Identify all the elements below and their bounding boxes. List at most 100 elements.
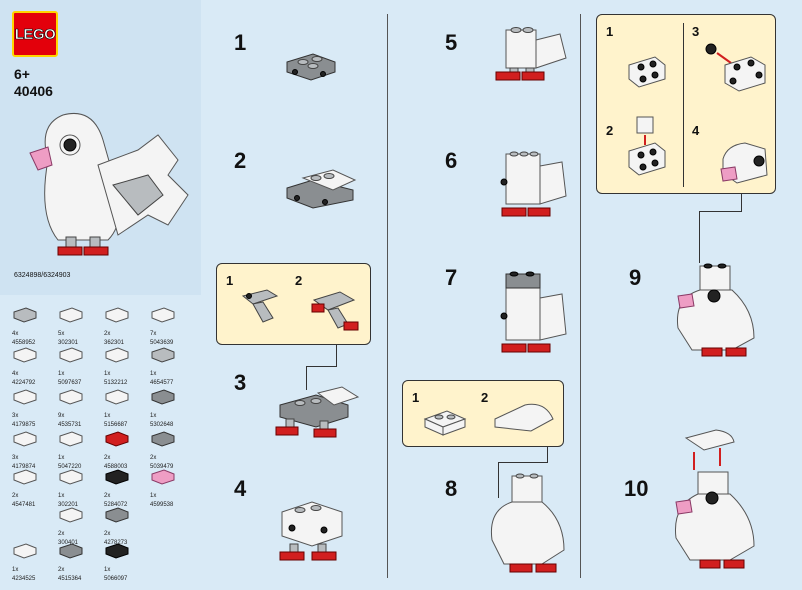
callout-step-9-sub4 [720, 142, 768, 184]
part-quantity: 2x [58, 531, 65, 537]
step-number-6: 6 [445, 148, 458, 173]
callout-step-3-sub1 [241, 289, 279, 323]
part-icon [59, 431, 83, 447]
part-icon [151, 347, 175, 363]
callout-substep-2: 2 [295, 273, 303, 288]
callout-arrow [498, 462, 499, 498]
part-quantity: 2x [58, 567, 65, 573]
part-quantity: 2x [104, 493, 111, 499]
step-number-3: 3 [234, 370, 247, 395]
dove-model-image [29, 113, 189, 256]
part-icon [13, 469, 37, 485]
part-quantity: 1x [104, 413, 111, 419]
callout-substep-1: 1 [606, 24, 614, 39]
step-9-model [676, 263, 755, 357]
callout-connector [498, 462, 548, 463]
part-id: 5302648 [150, 422, 174, 428]
part-id: 5284072 [104, 502, 128, 508]
part-icon [13, 389, 37, 405]
part-quantity: 2x [104, 331, 111, 337]
part-quantity: 4x [12, 371, 19, 377]
part-id: 4535731 [58, 422, 82, 428]
callout-step-8-sub2 [494, 403, 554, 432]
callout-step-9-sub3 [705, 43, 766, 92]
part-quantity: 1x [150, 371, 157, 377]
callout-substep-2: 2 [606, 123, 614, 138]
part-icon [105, 469, 129, 485]
part-icon [105, 507, 129, 523]
part-quantity: 7x [150, 331, 157, 337]
column-divider-2 [580, 14, 581, 578]
step-number-8: 8 [445, 476, 458, 501]
part-icon [59, 347, 83, 363]
part-id: 5043639 [150, 340, 174, 346]
part-quantity: 1x [104, 567, 111, 573]
part-id: 4558952 [12, 340, 36, 346]
callout-substep-1: 1 [226, 273, 234, 288]
callout-substep-3: 3 [692, 24, 700, 39]
part-icon [13, 347, 37, 363]
step-8-model [490, 473, 565, 573]
step-number-2: 2 [234, 148, 247, 173]
step-6-model [500, 151, 567, 217]
step-1-model [286, 53, 336, 81]
part-icon [59, 469, 83, 485]
part-id: 5039479 [150, 464, 174, 470]
callout-step-9-sub1 [628, 56, 666, 88]
part-id: 4547481 [12, 502, 36, 508]
callout-step-3-sub2 [311, 291, 359, 331]
part-id: 4234525 [12, 576, 36, 582]
part-icon [59, 389, 83, 405]
step-10-model [674, 429, 755, 569]
part-id: 4588003 [104, 464, 128, 470]
part-quantity: 1x [58, 371, 65, 377]
callout-step-8: 1 2 [402, 380, 564, 447]
callout-step-9: 1 2 3 4 [596, 14, 776, 194]
part-quantity: 2x [104, 531, 111, 537]
part-quantity: 3x [12, 455, 19, 461]
part-icon [59, 507, 83, 523]
part-icon [151, 431, 175, 447]
part-icon [59, 307, 83, 323]
step-3-model [275, 386, 360, 438]
part-quantity: 3x [12, 413, 19, 419]
callout-connector [741, 194, 742, 212]
part-icon [151, 307, 175, 323]
inventory-part: 2x 5284072 [104, 468, 150, 508]
callout-arrow [306, 366, 307, 390]
callout-substep-1: 1 [412, 390, 420, 405]
step-number-9: 9 [629, 265, 642, 290]
inventory-part: 1x 4599538 [150, 468, 196, 508]
part-id: 4599538 [150, 502, 174, 508]
part-id: 4179875 [12, 422, 36, 428]
step-2-model [286, 169, 357, 209]
part-icon [105, 431, 129, 447]
part-quantity: 1x [150, 493, 157, 499]
step-number-7: 7 [445, 265, 458, 290]
age-label: 6+ [14, 66, 30, 82]
column-divider-1 [387, 14, 388, 578]
part-icon [105, 307, 129, 323]
part-quantity: 5x [58, 331, 65, 337]
part-quantity: 2x [104, 455, 111, 461]
part-id: 5132212 [104, 380, 128, 386]
part-quantity: 1x [150, 413, 157, 419]
callout-connector [336, 345, 337, 367]
step-5-model [495, 27, 567, 81]
element-ids: 6324898/6324903 [14, 272, 71, 279]
part-quantity: 1x [58, 455, 65, 461]
part-quantity: 2x [12, 493, 19, 499]
part-icon [13, 307, 37, 323]
